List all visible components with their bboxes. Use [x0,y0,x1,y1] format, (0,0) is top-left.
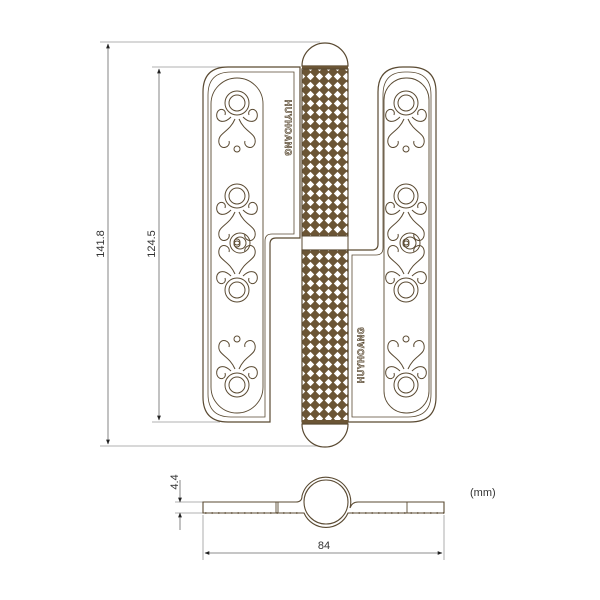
dimension-overall-height: 141.8 [95,41,320,447]
hinge-knuckle [301,42,349,448]
overall-height-label: 141.8 [95,230,107,258]
thickness-label: 4.4 [169,474,181,489]
left-hinge-leaf: HUYHOANG [202,66,301,423]
units-label: (mm) [470,487,496,499]
leaf-height-label: 124.5 [146,230,158,258]
brand-engraving-left: HUYHOANG [283,100,293,157]
side-view: 4.4 84 [169,474,445,560]
overall-width-label: 84 [318,540,330,552]
right-hinge-leaf: HUYHOANG [347,66,437,423]
brand-engraving-right: HUYHOANG [356,327,366,384]
